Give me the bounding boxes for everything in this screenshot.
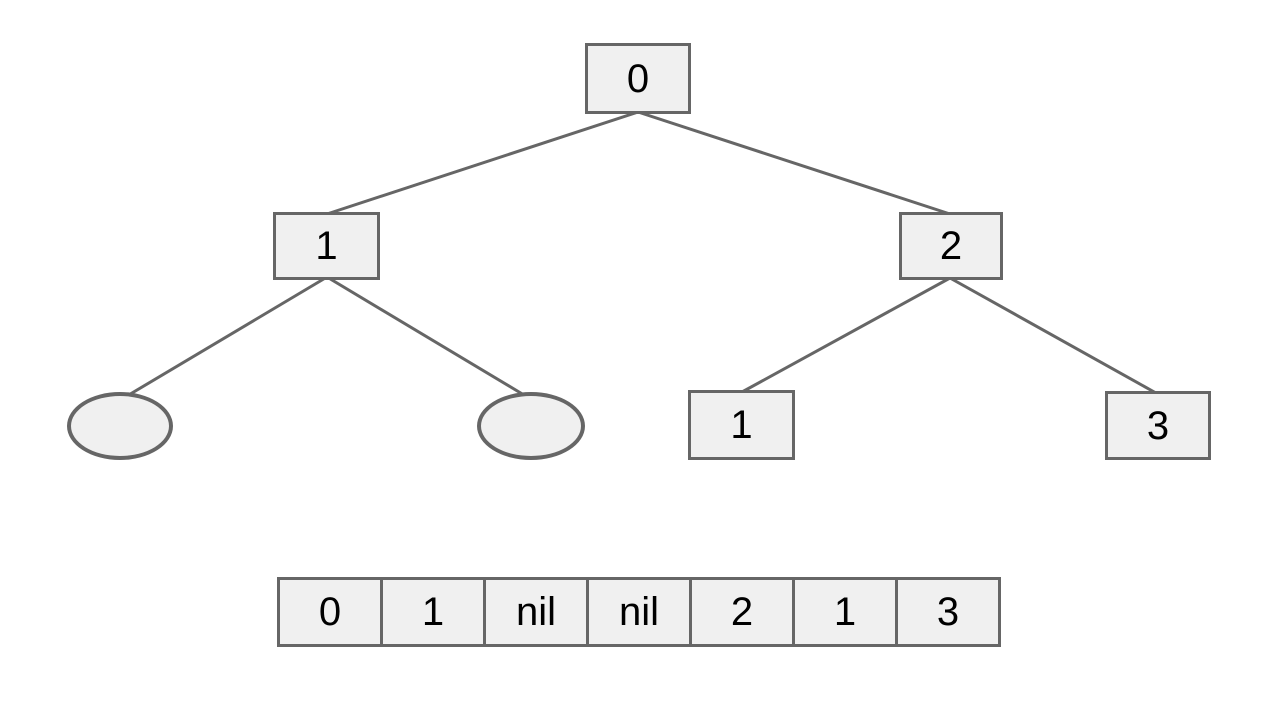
nil-node-ellipse-left [67, 392, 173, 460]
tree-node-right-child: 2 [899, 212, 1003, 280]
array-cell-3: nil [586, 577, 692, 647]
array-cell-6: 3 [895, 577, 1001, 647]
tree-node-right-right-grandchild: 3 [1105, 391, 1211, 460]
array-cell-2: nil [483, 577, 589, 647]
array-cell-1: 1 [380, 577, 486, 647]
tree-node-left-child: 1 [273, 212, 380, 280]
level-order-array: 0 1 nil nil 2 1 3 [277, 577, 1001, 647]
edge-root-to-right-child [637, 110, 951, 216]
edge-left-child-to-nil-right [326, 275, 525, 397]
edge-right-child-to-its-right-child [949, 276, 1157, 395]
array-cell-0: 0 [277, 577, 383, 647]
array-cell-5: 1 [792, 577, 898, 647]
edge-left-child-to-nil-left [126, 275, 328, 398]
edge-right-child-to-its-left-child [741, 276, 951, 394]
array-cell-4: 2 [689, 577, 795, 647]
nil-node-ellipse-right [477, 392, 585, 460]
edge-root-to-left-child [326, 110, 639, 216]
tree-node-right-left-grandchild: 1 [688, 390, 795, 460]
tree-node-root: 0 [585, 43, 691, 114]
